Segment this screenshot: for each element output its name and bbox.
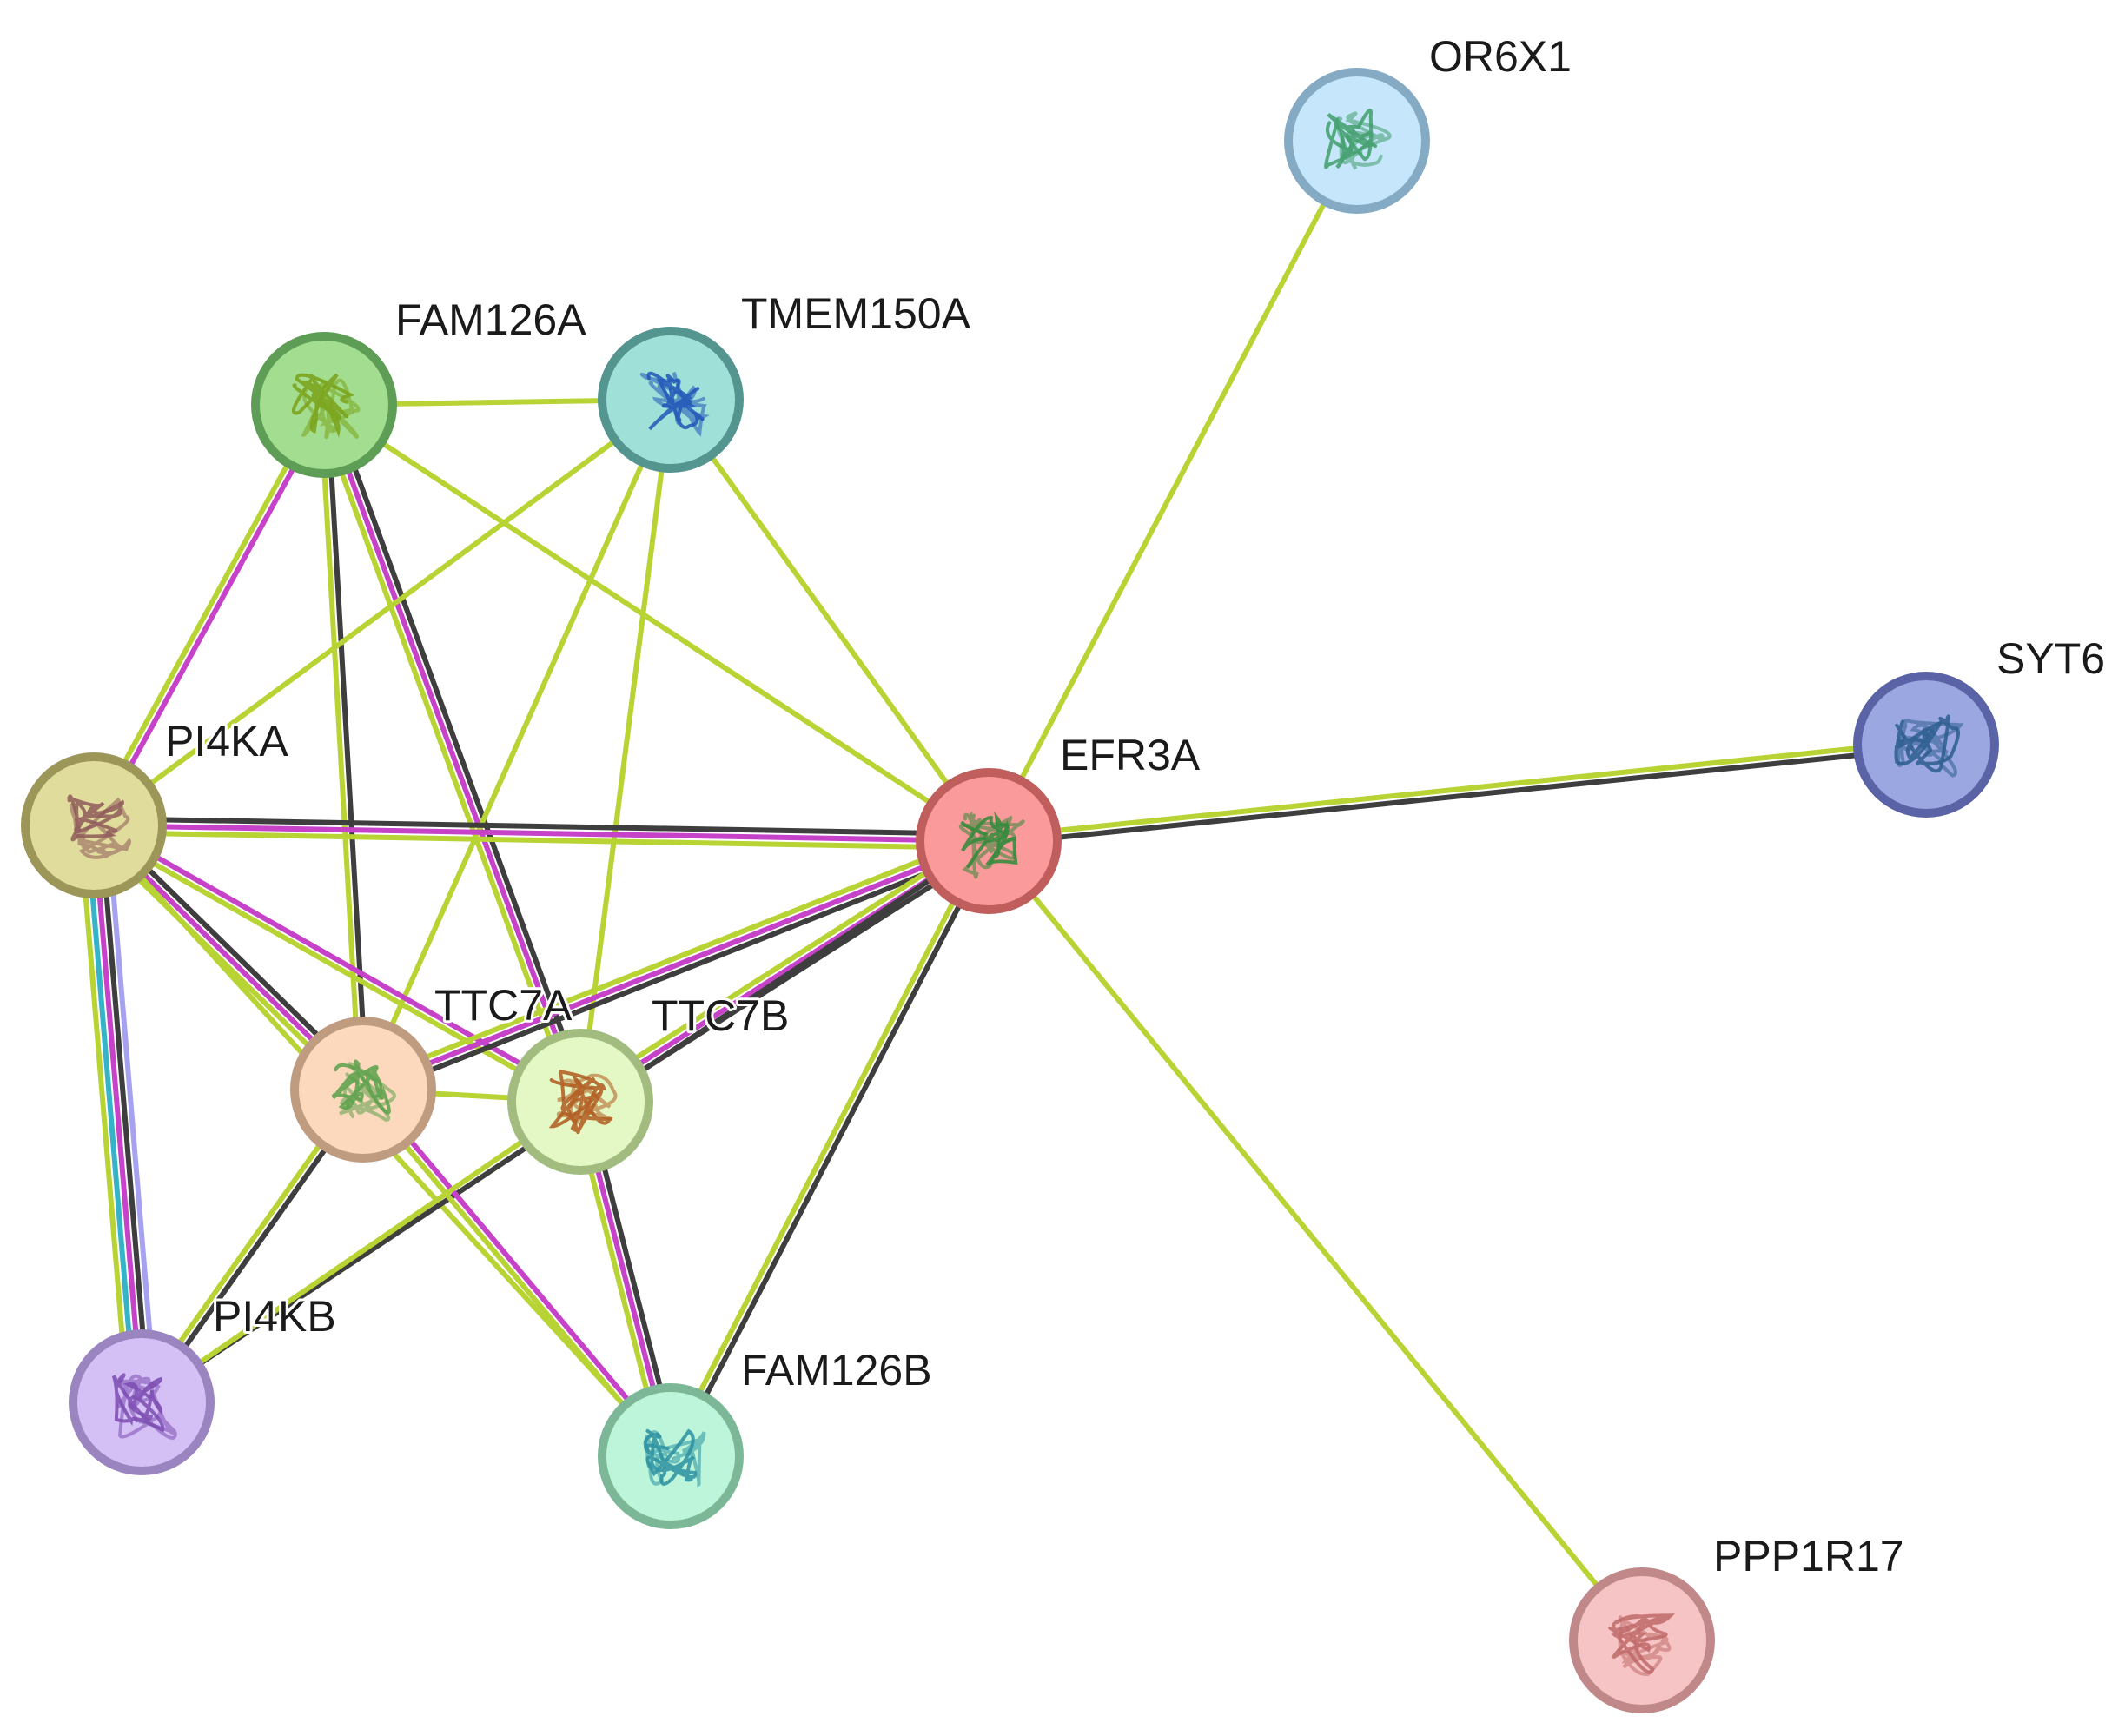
edge-line-textmining (139, 1099, 583, 1405)
edge-pi4ka-efr3a (90, 816, 992, 851)
edge-fam126a-efr3a (321, 402, 991, 844)
protein-structure-icon (556, 1073, 618, 1126)
node-label-ppp1r17: PPP1R17 (1713, 1532, 1904, 1580)
node-label-ttc7b: TTC7B (652, 991, 789, 1040)
edge-pi4ka-ttc7b (89, 819, 585, 1108)
protein-structure-icon (639, 371, 710, 437)
node-label-fam126b: FAM126B (741, 1346, 932, 1395)
edge-or6x1-efr3a (986, 138, 1360, 844)
node-or6x1[interactable]: OR6X1 (1284, 30, 1574, 214)
edge-line-textmining (77, 824, 131, 1407)
edge-line-textmining (665, 837, 989, 1458)
protein-structure-icon (1608, 1613, 1676, 1674)
node-ttc7b[interactable]: TTC7B (507, 989, 791, 1175)
edge-line-experiments (91, 823, 144, 1405)
edge-line-textmining (89, 825, 582, 1108)
edge-efr3a-ttc7a (358, 832, 994, 1099)
protein-structure-icon (1897, 718, 1964, 778)
node-fam126b[interactable]: FAM126B (598, 1343, 935, 1529)
edge-line-experiments (92, 819, 585, 1102)
edge-ttc7a-fam126b (357, 1084, 677, 1461)
edge-efr3a-fam126b (665, 837, 995, 1461)
node-efr3a[interactable]: EFR3A (916, 728, 1203, 914)
protein-structure-icon (339, 1061, 396, 1122)
edge-tmem150a-pi4ka (91, 397, 673, 828)
edge-pi4ka-pi4kb (77, 821, 158, 1407)
edge-tmem150a-ttc7b (578, 397, 673, 1104)
edge-fam126a-ttc7b (314, 400, 590, 1107)
node-ttc7a[interactable]: TTC7A (290, 978, 575, 1163)
edge-line-textmining (91, 397, 673, 828)
edge-line-experiments (321, 402, 583, 1104)
edge-line-textmining (986, 138, 1360, 844)
edge-line-coexpression (97, 822, 151, 1405)
node-label-or6x1: OR6X1 (1429, 32, 1572, 81)
node-pi4ka[interactable]: PI4KA (21, 714, 291, 898)
edge-line-textmining (357, 1089, 671, 1461)
node-ppp1r17[interactable]: PPP1R17 (1569, 1529, 1907, 1713)
node-syt6[interactable]: SYT6 (1853, 632, 2108, 818)
node-label-efr3a: EFR3A (1060, 731, 1201, 779)
edge-tmem150a-ttc7a (361, 397, 673, 1092)
edge-line-homology (104, 821, 158, 1404)
edge-tmem150a-efr3a (668, 397, 991, 844)
edge-line-textmining (90, 829, 991, 851)
protein-structure-icon (301, 378, 361, 440)
edge-line-textmining (573, 832, 988, 1099)
node-label-ttc7a: TTC7A (434, 981, 573, 1030)
node-pi4kb[interactable]: PI4KB (69, 1289, 339, 1475)
edge-line-textmining (985, 739, 1929, 841)
edge-line-databases (84, 823, 138, 1406)
edge-line-textmining (88, 401, 324, 827)
edge-line-experiments (363, 1084, 677, 1457)
protein-structure-icon (69, 798, 132, 859)
edge-line-experiments (94, 403, 330, 830)
edge-line-textmining (358, 832, 990, 1086)
protein-structure-icon (645, 1430, 706, 1488)
edge-line-coexpression (91, 816, 992, 838)
node-label-syt6: SYT6 (1996, 634, 2105, 683)
edge-line-textmining (321, 402, 991, 844)
protein-structure-icon (1617, 1615, 1672, 1676)
edge-line-textmining (986, 838, 1645, 1643)
node-label-fam126a: FAM126A (395, 295, 586, 344)
edge-syt6-efr3a (985, 739, 1930, 847)
node-tmem150a[interactable]: TMEM150A (598, 287, 974, 473)
protein-structure-icon (958, 811, 1025, 879)
edge-fam126a-pi4ka (88, 401, 330, 830)
edge-ppp1r17-efr3a (986, 838, 1645, 1643)
edge-line-experiments (91, 823, 991, 844)
edge-line-textmining (668, 397, 991, 844)
edge-line-textmining (314, 404, 577, 1107)
edge-line-experiments (361, 838, 991, 1092)
edge-line-coexpression (328, 400, 590, 1103)
protein-structure-icon (117, 1374, 177, 1440)
edge-line-coexpression (986, 745, 1930, 847)
protein-structure-icon (291, 373, 355, 438)
node-fam126a[interactable]: FAM126A (251, 293, 589, 478)
edge-line-textmining (578, 397, 673, 1104)
protein-structure-icon (1334, 111, 1392, 170)
edge-line-coexpression (671, 839, 995, 1461)
edge-ttc7b-pi4kb (139, 1099, 583, 1405)
node-label-pi4kb: PI4KB (213, 1292, 336, 1341)
edge-line-coexpression (362, 845, 994, 1099)
node-label-tmem150a: TMEM150A (741, 289, 971, 338)
edge-line-textmining (361, 397, 673, 1092)
node-label-pi4ka: PI4KA (165, 717, 288, 765)
